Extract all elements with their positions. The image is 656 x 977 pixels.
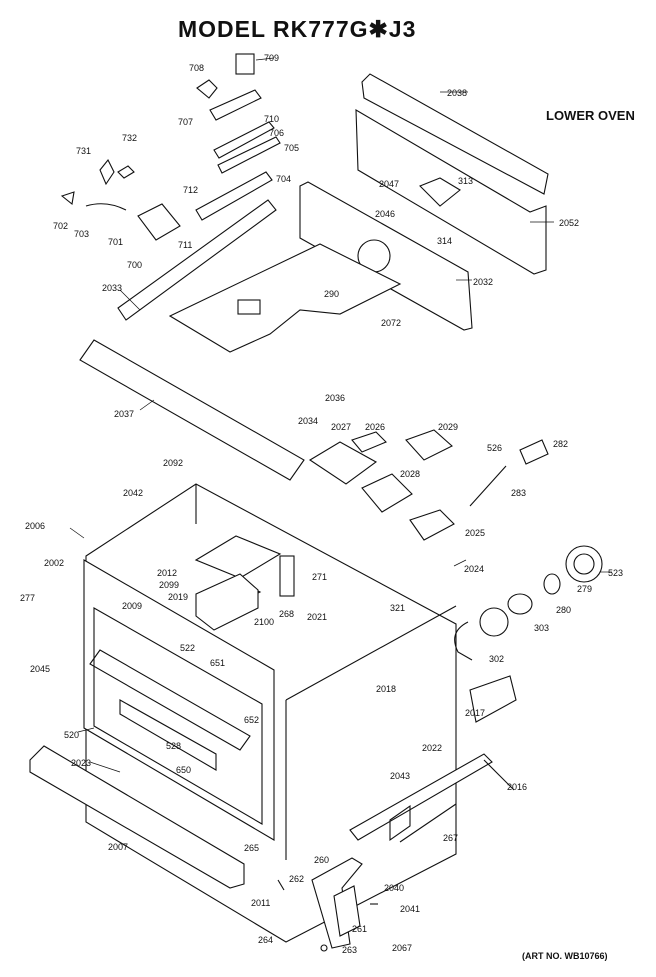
callout-707: 707 [178,117,193,127]
callout-2038a: 2038 [447,88,467,98]
callout-2042: 2042 [123,488,143,498]
callout-2043: 2043 [390,771,410,781]
callout-732: 732 [122,133,137,143]
callout-2092: 2092 [163,458,183,468]
callout-261: 261 [352,924,367,934]
control-bracket-parts [60,53,281,241]
callout-2100: 2100 [254,617,274,627]
callout-522: 522 [180,643,195,653]
callout-264: 264 [258,935,273,945]
callout-2016: 2016 [507,782,527,792]
callout-652: 652 [244,715,259,725]
callout-2029: 2029 [438,422,458,432]
top-plates [117,199,402,353]
lower-trims [29,745,515,889]
callout-2040: 2040 [384,883,404,893]
callout-2012: 2012 [157,568,177,578]
callout-523: 523 [608,568,623,578]
callout-302: 302 [489,654,504,664]
callout-731: 731 [76,146,91,156]
callout-526a: 526 [487,443,502,453]
callout-2002: 2002 [44,558,64,568]
callout-268: 268 [279,609,294,619]
callout-271: 271 [312,572,327,582]
callout-2028: 2028 [400,469,420,479]
callout-2033: 2033 [102,283,122,293]
callout-705: 705 [284,143,299,153]
callout-520: 520 [64,730,79,740]
leader-lines [69,57,612,773]
callout-2009: 2009 [122,601,142,611]
callout-2032: 2032 [473,277,493,287]
callout-2018: 2018 [376,684,396,694]
callout-290: 290 [324,289,339,299]
callout-2024: 2024 [464,564,484,574]
callout-700: 700 [127,260,142,270]
callout-2017: 2017 [465,708,485,718]
right-side-parts [454,545,603,723]
callout-2036: 2036 [325,393,345,403]
callout-283: 283 [511,488,526,498]
callout-2046: 2046 [375,209,395,219]
callout-2021: 2021 [307,612,327,622]
back-panels [299,73,549,331]
callout-2052: 2052 [559,218,579,228]
model-title: MODEL RK777G✱J3 [178,16,417,42]
callout-314: 314 [437,236,452,246]
callout-2045: 2045 [30,664,50,674]
callout-313: 313 [458,176,473,186]
callout-277: 277 [20,593,35,603]
callout-2099: 2099 [159,580,179,590]
callout-2072: 2072 [381,318,401,328]
callout-709: 709 [264,53,279,63]
oven-door-frame [83,559,275,841]
callout-2025: 2025 [465,528,485,538]
callout-2037: 2037 [114,409,134,419]
callout-2023: 2023 [71,758,91,768]
callout-701: 701 [108,237,123,247]
callout-2011: 2011 [251,898,270,908]
callout-2027: 2027 [331,422,351,432]
callout-260: 260 [314,855,329,865]
callout-262: 262 [289,874,304,884]
callout-280: 280 [556,605,571,615]
front-trim-2037 [79,339,305,481]
callout-263: 263 [342,945,357,955]
callout-2007: 2007 [108,842,128,852]
callout-2026: 2026 [365,422,385,432]
bottom-hinge-parts [277,857,378,952]
callout-704: 704 [276,174,291,184]
callout-708: 708 [189,63,204,73]
callout-2067: 2067 [392,943,412,953]
callout-265: 265 [244,843,259,853]
callout-710: 710 [264,114,279,124]
callout-2006: 2006 [25,521,45,531]
callout-650: 650 [176,765,191,775]
callout-labels: 709 708 707 710 706 705 704 712 711 731 … [20,53,623,955]
callout-703: 703 [74,229,89,239]
callout-282: 282 [553,439,568,449]
callout-2019: 2019 [168,592,188,602]
heating-element-parts [194,535,295,631]
callout-712: 712 [183,185,198,195]
art-number: (ART NO. WB10766) [522,951,608,961]
callout-2034: 2034 [298,416,318,426]
callout-2047: 2047 [379,179,399,189]
callout-303: 303 [534,623,549,633]
section-subtitle: LOWER OVEN [546,108,635,123]
callout-651: 651 [210,658,225,668]
callout-711: 711 [178,240,192,250]
callout-267: 267 [443,833,458,843]
middle-small-parts [308,429,549,541]
callout-702: 702 [53,221,68,231]
callout-279: 279 [577,584,592,594]
callout-706: 706 [269,128,284,138]
callout-2022: 2022 [422,743,442,753]
callout-528: 528 [166,741,181,751]
callout-2041: 2041 [400,904,420,914]
callout-321: 321 [390,603,405,613]
